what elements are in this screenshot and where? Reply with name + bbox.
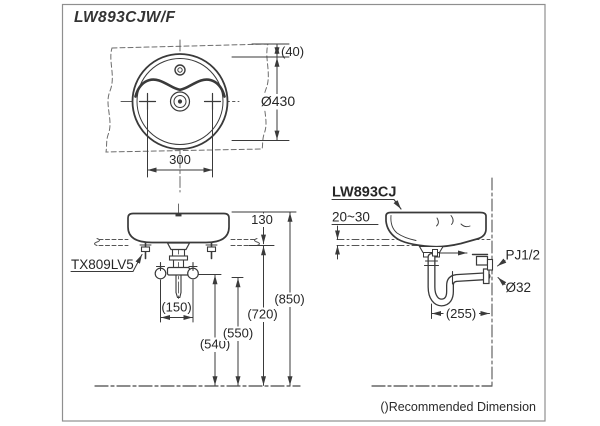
overflow-wave-line xyxy=(134,78,226,98)
counter-cutout-outline xyxy=(105,43,269,153)
supply-fitting xyxy=(432,249,494,271)
label-diameter-32: Ø32 xyxy=(506,280,532,295)
pj12-leader xyxy=(497,258,507,267)
drain-hole-center xyxy=(177,99,183,104)
fixing-bolts xyxy=(139,242,218,260)
dim-130: 130 xyxy=(251,212,273,227)
lw893cj-leader xyxy=(331,198,402,210)
faucet-notch xyxy=(175,213,182,217)
dim-diameter-430: Ø430 xyxy=(261,93,295,109)
dim-255: (255) xyxy=(446,306,476,321)
label-pj12: PJ1/2 xyxy=(506,248,541,263)
counter-lines xyxy=(94,238,260,246)
dim-150: (150) xyxy=(161,300,191,315)
p-trap-assembly xyxy=(418,245,491,307)
page-title: LW893CJW/F xyxy=(74,9,175,26)
drain-assembly-front xyxy=(166,242,191,299)
counter-thickness-dim xyxy=(331,224,379,260)
side-view-drawing: LW893CJ 20~30 PJ1/2 Ø32 (255) xyxy=(331,177,541,387)
sink-side-outline xyxy=(385,211,487,248)
tx809lv5-leader xyxy=(70,254,143,272)
faucet-hole xyxy=(174,64,186,76)
faucet-hole-center xyxy=(177,67,183,73)
drain-hole-ring xyxy=(173,95,187,108)
label-tx809lv5: TX809LV5 xyxy=(71,257,134,272)
note-recommended-dimension: ()Recommended Dimension xyxy=(380,400,536,414)
sink-side-inner-detail xyxy=(390,215,471,241)
page-border xyxy=(61,3,546,422)
label-lw893cj: LW893CJ xyxy=(332,185,396,201)
dim-20-30: 20~30 xyxy=(332,210,370,225)
mounting-cross-marks xyxy=(138,92,222,111)
bowl-inner-rim xyxy=(136,58,224,145)
top-view-dimension-lines xyxy=(147,43,290,178)
dim-300: 300 xyxy=(169,152,191,167)
top-view-drawing: 300 (40) Ø430 xyxy=(105,39,304,193)
dim-40: (40) xyxy=(281,44,304,59)
bracket-hole-symbols xyxy=(154,261,199,280)
front-view-drawing: TX809LV5 130 (150) (540) (550) (720) (85… xyxy=(70,203,308,387)
dim-720: (720) xyxy=(247,307,277,322)
dim-550: (550) xyxy=(223,326,253,341)
d32-leader xyxy=(497,277,507,286)
dim-850: (850) xyxy=(274,292,304,307)
sink-front-outline xyxy=(127,212,230,244)
